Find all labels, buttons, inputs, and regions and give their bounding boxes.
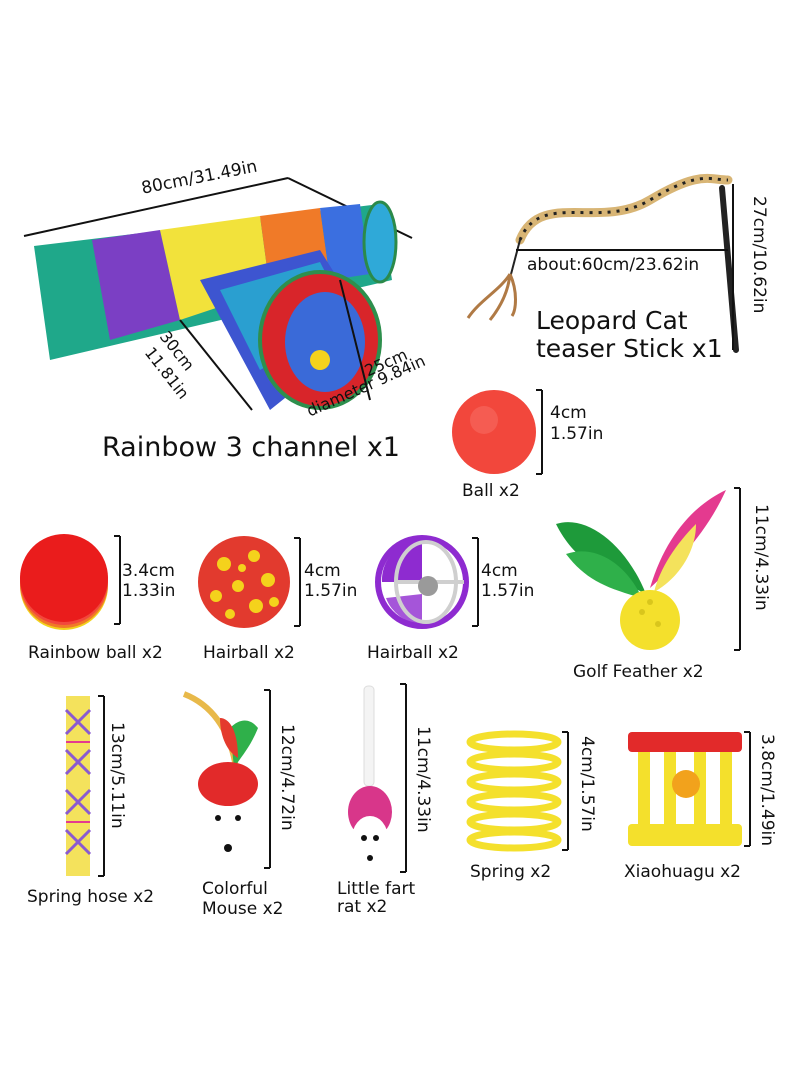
fart-rat-name-line1: Little fart [337, 879, 416, 899]
colorful-mouse-image [182, 689, 271, 869]
hairball-pom-size-cm: 4cm [304, 561, 341, 581]
spring-name: Spring x2 [470, 862, 552, 882]
xiaohuagu-name: Xiaohuagu x2 [624, 862, 741, 882]
rainbow-ball-size-cm: 3.4cm [122, 561, 175, 581]
ball-size-cm: 4cm [550, 403, 587, 423]
rainbow-ball-size-in: 1.33in [122, 581, 176, 601]
teaser-name-line2: teaser Stick x1 [536, 334, 723, 363]
golf-feather-name: Golf Feather x2 [573, 662, 704, 682]
hairball-pom-size-in: 1.57in [304, 581, 358, 601]
golf-feather-image [556, 487, 741, 651]
rainbow-tunnel-image [23, 177, 413, 411]
ball-image [452, 389, 543, 475]
teaser-length-label: about:60cm/23.62in [527, 255, 700, 275]
teaser-name-line1: Leopard Cat [536, 306, 688, 335]
colorful-mouse-name-line2: Mouse x2 [202, 899, 284, 919]
spring-image [466, 730, 569, 852]
rainbow-ball-image [20, 534, 121, 630]
spring-hose-size: 13cm/5.11in [107, 722, 127, 829]
fart-rat-name-line2: rat x2 [337, 897, 388, 917]
colorful-mouse-name-line1: Colorful [202, 879, 268, 899]
hairball-cage-size-in: 1.57in [481, 581, 535, 601]
fart-rat-image [348, 683, 407, 873]
spring-hose-name: Spring hose x2 [27, 887, 155, 907]
hairball-cage-name: Hairball x2 [367, 643, 459, 663]
teaser-height-label: 27cm/10.62in [749, 196, 769, 314]
colorful-mouse-size: 12cm/4.72in [277, 724, 297, 831]
xiaohuagu-size: 3.8cm/1.49in [757, 734, 777, 847]
ball-size-in: 1.57in [550, 424, 604, 444]
teaser-stick-image [466, 173, 739, 353]
hairball-pom-name: Hairball x2 [203, 643, 295, 663]
ball-name: Ball x2 [462, 481, 520, 501]
fart-rat-size: 11cm/4.33in [413, 726, 433, 833]
spring-size: 4cm/1.57in [577, 736, 597, 832]
golf-feather-size: 11cm/4.33in [751, 504, 771, 611]
xiaohuagu-image [628, 731, 751, 847]
hairball-cage-size-cm: 4cm [481, 561, 518, 581]
spring-hose-image [64, 695, 105, 877]
teaser-height-line [732, 184, 734, 350]
tunnel-name: Rainbow 3 channel x1 [102, 432, 400, 463]
rainbow-ball-name: Rainbow ball x2 [28, 643, 163, 663]
hairball-cage-image [375, 535, 479, 629]
hairball-pom-image [198, 536, 301, 628]
